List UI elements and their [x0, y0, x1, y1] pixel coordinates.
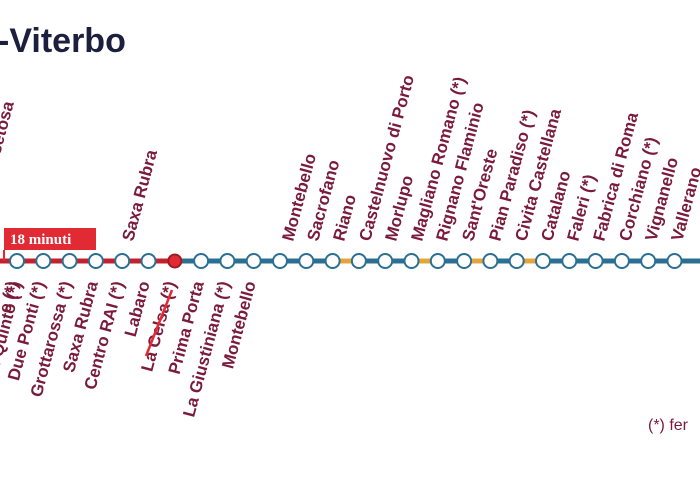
station-marker: [482, 253, 499, 269]
station-label: setosa: [0, 99, 18, 156]
station-marker: [87, 253, 104, 269]
station-marker: [377, 253, 394, 269]
station-marker: [9, 253, 25, 269]
station-marker: [508, 253, 525, 269]
station-marker: [219, 253, 236, 269]
station-marker: [403, 253, 420, 269]
station-marker: [114, 253, 131, 269]
station-markers: [9, 253, 683, 269]
station-marker: [61, 253, 78, 269]
station-label: Saxa Rubra: [119, 147, 162, 243]
current-stop-underline: [144, 289, 174, 357]
station-marker: [140, 253, 157, 269]
station-marker: [561, 253, 578, 269]
station-marker: [640, 253, 657, 269]
travel-time-badge-bg: [4, 228, 96, 250]
station-marker: [272, 253, 288, 269]
station-labels-below: e (*)Due Ponti (*)di Quinto (*)Grottaros…: [0, 279, 260, 419]
station-marker: [456, 253, 473, 269]
travel-time-badge-label: 18 minuti: [10, 232, 71, 248]
station-marker: [298, 253, 315, 269]
station-marker: [587, 253, 604, 269]
station-marker: [429, 253, 446, 269]
current-station-marker: [167, 253, 183, 269]
station-marker: [350, 253, 367, 269]
legend-note: (*) fer: [648, 417, 689, 434]
station-marker: [535, 253, 551, 269]
station-marker: [666, 253, 683, 269]
travel-time-badge: 18 minuti: [3, 228, 96, 261]
station-marker: [613, 253, 630, 269]
station-marker: [193, 253, 210, 269]
station-marker: [35, 253, 52, 269]
map-title: -Viterbo: [0, 22, 126, 60]
station-marker: [324, 253, 341, 269]
station-marker: [245, 253, 262, 269]
